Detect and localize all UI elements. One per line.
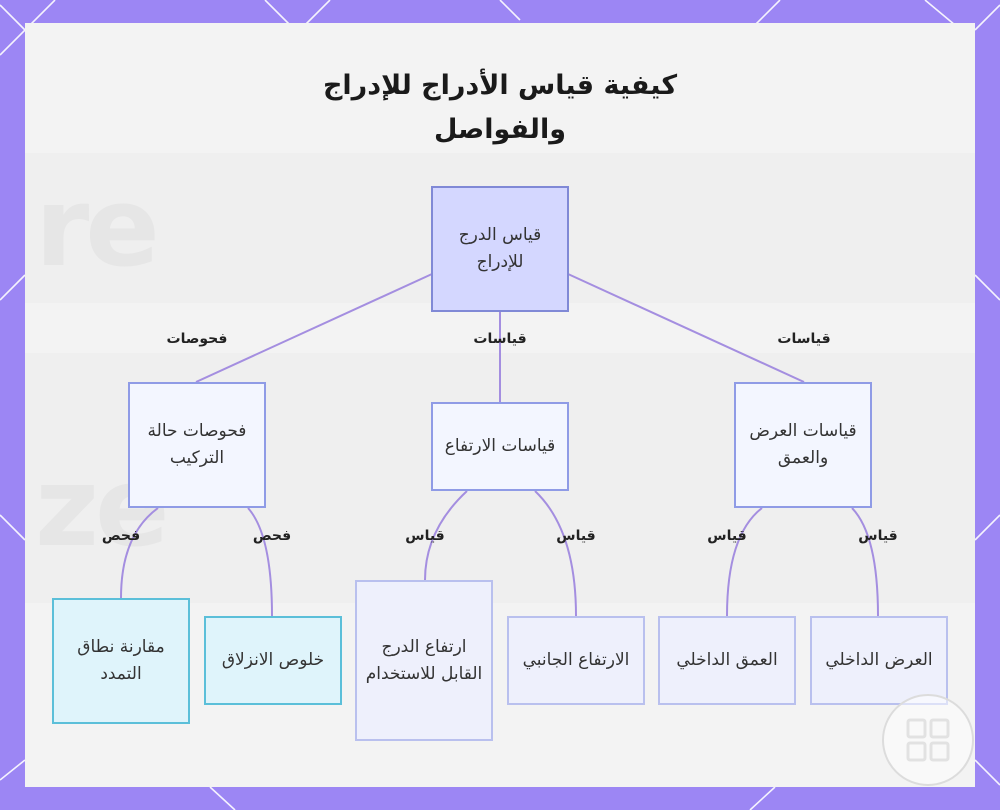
node-no-slip: خلوص الانزلاق [204,616,342,705]
node-side-height: الارتفاع الجانبي [507,616,645,705]
node-height: قياسات الارتفاع [431,402,569,491]
grid-logo-icon [884,696,972,784]
node-expansion: مقارنة نطاق التمدد [52,598,190,724]
edge-root-width [568,274,804,382]
node-root: قياس الدرج للإدراج [431,186,569,312]
node-checks: فحوصات حالة التركيب [128,382,266,508]
edge-checks-noslip [248,508,272,616]
watermark-logo [882,694,974,786]
edge-label-root-height: قياسات [473,331,526,347]
edge-label-height-usable: قياس [405,528,444,544]
edge-checks-expansion [121,508,158,598]
node-inner-depth: العمق الداخلي [658,616,796,705]
edge-root-checks [196,274,432,382]
edge-label-root-width: قياسات [777,331,830,347]
edge-label-checks-noslip: فحص [253,528,291,544]
edge-label-width-depth: قياس [707,528,746,544]
edge-label-checks-expansion: فحص [102,528,140,544]
node-inner-width: العرض الداخلي [810,616,948,705]
edge-label-height-side: قياس [556,528,595,544]
edge-label-root-checks: فحوصات [167,331,228,347]
node-width-depth: قياسات العرض والعمق [734,382,872,508]
edge-height-side [535,491,576,616]
edge-width-depth [727,508,762,616]
edge-width-width [852,508,878,616]
node-usable-height: ارتفاع الدرج القابل للاستخدام [355,580,493,741]
edge-label-width-width: قياس [858,528,897,544]
